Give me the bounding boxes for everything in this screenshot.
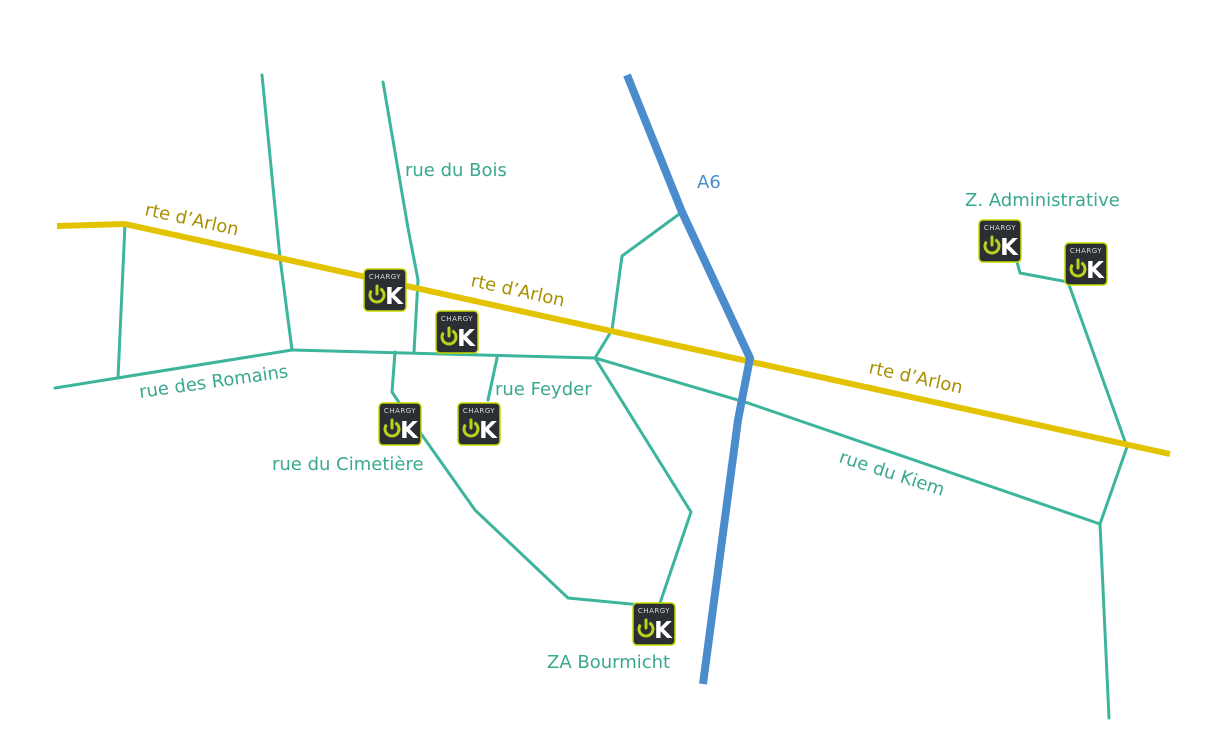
chargy-marker-cimetiere[interactable] [377,401,423,447]
street-rue-du-bois [381,80,420,354]
chargy-marker-admin-east[interactable] [1063,241,1109,287]
label-za-bourmicht: ZA Bourmicht [547,652,670,673]
street-rue-du-cimetiere [398,402,654,608]
street-east-south [1098,522,1111,720]
street-west-north [260,73,294,352]
label-rue-feyder: rue Feyder [495,379,592,400]
highway-a6 [623,73,754,685]
street-central-axis [290,348,597,360]
street-network [53,73,1129,720]
street-east-vertical [1066,280,1129,526]
chargy-marker-feyder-south[interactable] [456,401,502,447]
street-rue-feyder [486,356,499,402]
label-a6: A6 [697,172,721,193]
chargy-marker-admin-west[interactable] [977,218,1023,264]
street-admin-spur [1015,260,1070,284]
street-rue-des-romains [53,348,294,390]
label-rue-du-bois: rue du Bois [405,160,507,181]
chargy-marker-bourmicht[interactable] [631,601,677,647]
label-rue-des-romains: rue des Romains [138,361,290,403]
street-bourmicht-road [593,356,693,605]
street-rue-du-kiem [593,356,1102,526]
chargy-marker-arlon-bois[interactable] [362,267,408,313]
street-west-vertical [116,222,127,380]
street-cimetiere-spur [390,350,402,406]
label-z-administrative: Z. Administrative [965,190,1120,211]
label-rue-du-kiem: rue du Kiem [836,447,947,501]
chargy-marker-feyder-north[interactable] [434,309,480,355]
main-road-rte-darlon [56,221,1171,457]
label-rue-du-cimetiere: rue du Cimetière [272,454,424,475]
street-a6-west-connector [593,210,684,360]
